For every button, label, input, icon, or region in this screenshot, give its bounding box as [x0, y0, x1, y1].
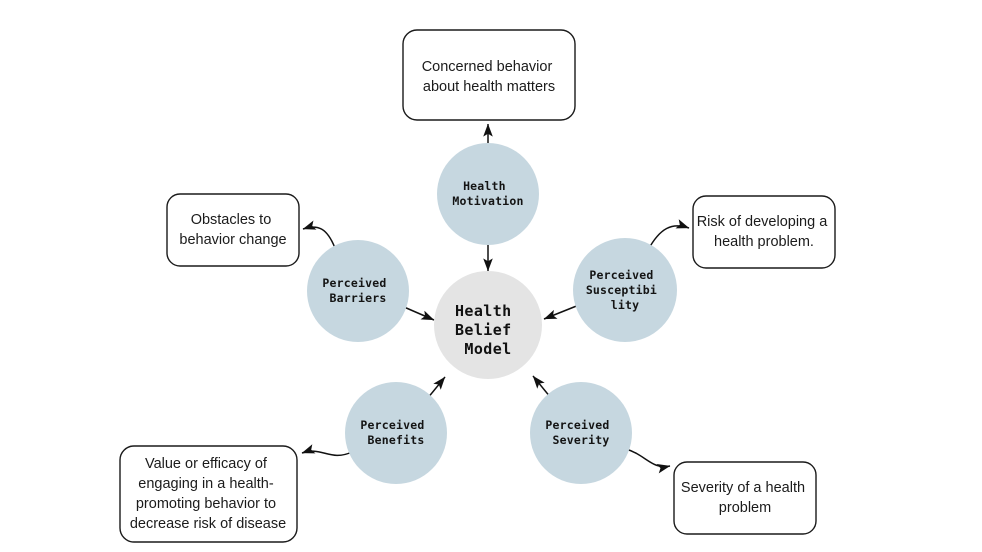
box-concerned-behavior[interactable]: Concerned behavior about health matters: [402, 29, 576, 121]
perceived-susceptibility-label: Perceived Susceptibi lity: [586, 268, 664, 312]
arrow-barriers-to-box: [302, 220, 336, 249]
box-obstacles[interactable]: Obstacles to behavior change: [166, 193, 300, 267]
perceived-severity-circle-shape: [530, 382, 632, 484]
box-severity-problem[interactable]: Severity of a health problem: [673, 461, 817, 535]
value-efficacy-label: Value or efficacy of engaging in a healt…: [130, 456, 286, 532]
perceived-severity-label: Perceived Severity: [545, 418, 616, 447]
center-label: Health Belief Model: [455, 302, 521, 358]
health-motivation-label: Health Motivation: [452, 179, 523, 208]
arrow-severity-to-box: [625, 448, 671, 474]
arrow-susceptibility-to-center: [543, 304, 580, 320]
node-perceived-barriers[interactable]: Perceived Barriers: [307, 240, 409, 342]
obstacles-label: Obstacles to behavior change: [179, 212, 286, 248]
perceived-benefits-label: Perceived Benefits: [360, 418, 431, 447]
concerned-behavior-label: Concerned behavior about health matters: [422, 59, 557, 95]
perceived-barriers-label: Perceived Barriers: [322, 276, 393, 305]
severity-problem-box-shape: [673, 461, 817, 535]
risk-developing-label: Risk of developing a health problem.: [697, 214, 832, 250]
box-value-efficacy[interactable]: Value or efficacy of engaging in a healt…: [119, 445, 298, 543]
arrow-benefits-to-box: [301, 444, 353, 457]
node-perceived-susceptibility[interactable]: Perceived Susceptibi lity: [573, 238, 677, 342]
arrow-susceptibility-to-box: [647, 219, 690, 251]
perceived-barriers-circle-shape: [307, 240, 409, 342]
obstacles-box-shape: [166, 193, 300, 267]
risk-developing-box-shape: [692, 195, 836, 269]
perceived-benefits-circle-shape: [345, 382, 447, 484]
node-health-belief-model[interactable]: Health Belief Model: [434, 271, 542, 379]
value-efficacy-box-shape: [119, 445, 298, 543]
node-perceived-benefits[interactable]: Perceived Benefits: [345, 382, 447, 484]
arrow-barriers-to-center: [403, 306, 435, 321]
node-health-motivation[interactable]: Health Motivation: [437, 143, 539, 245]
node-perceived-severity[interactable]: Perceived Severity: [530, 382, 632, 484]
severity-problem-label: Severity of a health problem: [681, 480, 809, 516]
perceived-susceptibility-circle-shape: [573, 238, 677, 342]
box-risk-developing[interactable]: Risk of developing a health problem.: [692, 195, 836, 269]
concerned-behavior-box-shape: [402, 29, 576, 121]
center-circle-shape: [434, 271, 542, 379]
health-motivation-circle-shape: [437, 143, 539, 245]
